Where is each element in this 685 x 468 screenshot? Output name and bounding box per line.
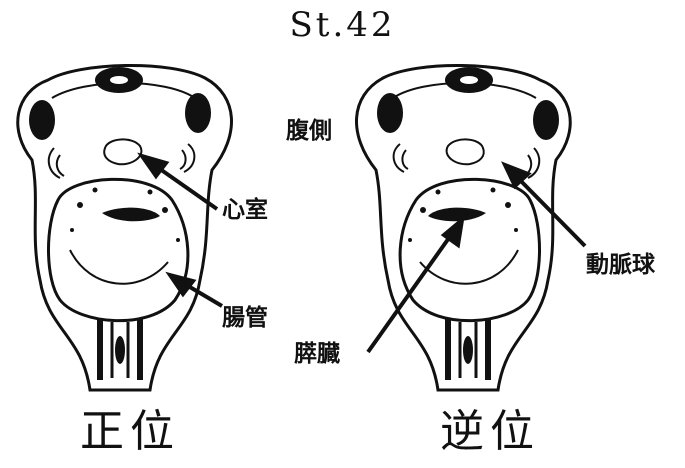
embryo-reversed	[357, 65, 571, 390]
label-pancreas: 膵臓	[294, 343, 340, 366]
label-ventral-side: 腹側	[286, 120, 332, 143]
label-gut: 腸管	[222, 307, 268, 330]
caption-reversed-position: 逆位	[440, 410, 540, 454]
stage-title: St.42	[0, 8, 685, 42]
label-ventricle: 心室	[222, 199, 268, 222]
label-bulbus-arteriosus: 動脈球	[586, 254, 655, 277]
caption-normal-position: 正位	[80, 410, 180, 454]
embryo-normal	[18, 65, 232, 390]
